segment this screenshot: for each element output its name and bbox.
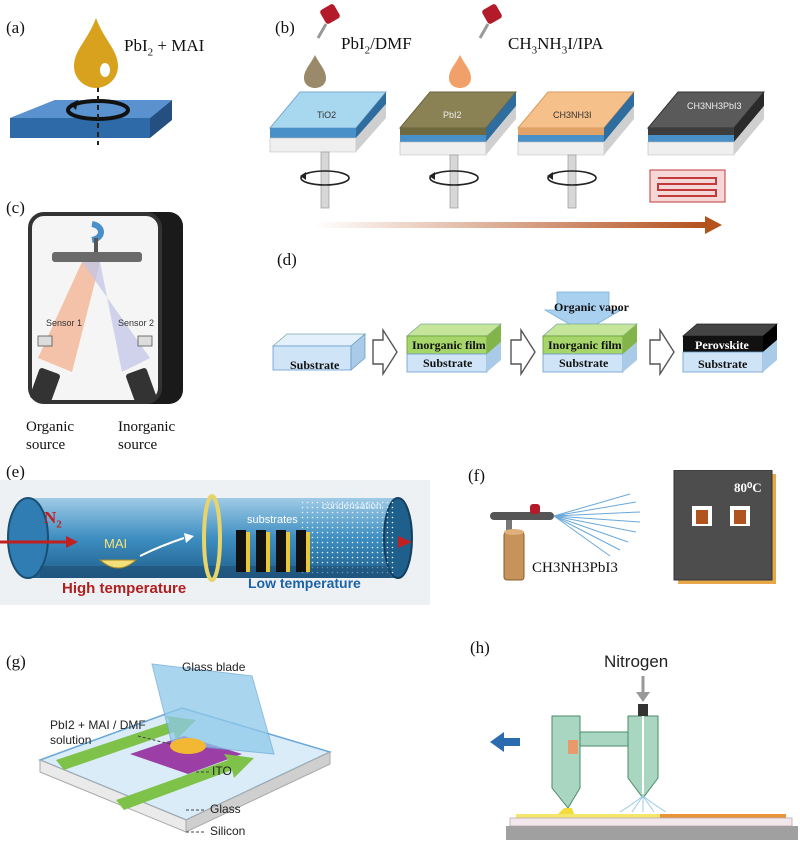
coating-arrow-2 — [116, 754, 254, 810]
panel-g-label: (g) — [6, 652, 26, 671]
pipette-1-label: PbI2/DMF — [341, 34, 412, 57]
mai-label: MAI — [104, 536, 128, 551]
tube-inlet — [7, 497, 49, 579]
hot-plate-box — [673, 470, 776, 584]
panel-d-label: (d) — [277, 250, 297, 269]
inorganic-source-icon — [126, 368, 156, 404]
nitrogen-label: Nitrogen — [604, 652, 669, 671]
direction-arrow-icon — [490, 732, 520, 752]
inorganic-cone — [82, 262, 150, 372]
condensation-region — [300, 500, 396, 576]
solution-label: CH3NH3PbI3 — [532, 560, 618, 576]
step-arrow-1 — [372, 327, 398, 377]
plate-side — [150, 100, 172, 138]
panel-g-diagram — [37, 663, 333, 833]
solution-bottle-icon — [503, 529, 525, 581]
glass-blade — [151, 663, 275, 755]
airbrush-icon — [490, 504, 554, 532]
step-arrow-2 — [510, 327, 536, 377]
sensor-2-icon — [137, 335, 153, 347]
vapor-label: Organic vapor — [554, 300, 629, 314]
pipette-2-icon — [449, 4, 502, 88]
drop-icon — [74, 18, 118, 88]
step-1-label: Substrate — [290, 358, 340, 372]
ito-label: ITO — [212, 764, 232, 778]
silicon-label: Silicon — [210, 824, 246, 838]
organic-source-icon — [30, 368, 60, 404]
step-2-film — [405, 323, 503, 373]
temperature-label: 80⁰C — [734, 480, 762, 495]
panel-f-label: (f) — [468, 466, 485, 485]
blade-label: Glass blade — [182, 660, 246, 674]
pipette-2-label: CH3NH3I/IPA — [508, 34, 604, 57]
mai-boat-icon — [98, 559, 138, 569]
panel-f-diagram — [490, 470, 776, 584]
panel-c-label: (c) — [6, 198, 25, 217]
stage — [506, 826, 798, 840]
substrates-label: substrates — [247, 514, 298, 526]
plate-perovskite — [646, 91, 766, 156]
substrate-holder — [52, 252, 142, 262]
plate-front — [10, 118, 150, 138]
drop-highlight — [100, 63, 110, 77]
panel-b-diagram — [268, 4, 766, 234]
tube-ring — [202, 494, 222, 582]
panel-b-label: (b) — [275, 18, 295, 37]
substrate-stack — [236, 530, 310, 572]
organic-cone — [38, 262, 100, 372]
panel-a-diagram — [10, 18, 172, 145]
step-4-perovskite — [681, 323, 779, 373]
low-temp-label: Low temperature — [248, 575, 361, 591]
slot-die-coater — [551, 704, 659, 809]
ink-meniscus — [558, 808, 574, 814]
layer-label-perovskite: CH3NH3PbI3 — [687, 101, 742, 111]
hot-plate-icon — [649, 169, 726, 203]
step-4-top-label: Perovskite — [695, 338, 749, 352]
spray-lines — [553, 493, 641, 557]
pipette-1-icon — [304, 4, 340, 88]
step-3-film-label: Inorganic film — [548, 338, 622, 352]
layer-label-pbi2: PbI2 — [443, 110, 462, 120]
panel-h-label: (h) — [470, 638, 490, 657]
step-3-film — [541, 323, 639, 373]
step-2-substrate-label: Substrate — [423, 356, 473, 370]
outlet-arrow — [398, 536, 412, 548]
plate-ch3nh3i — [516, 91, 636, 209]
panel-a-drop-text: PbI2 + MAI — [124, 36, 205, 59]
panel-a-label: (a) — [6, 18, 25, 37]
plate-pbi2 — [398, 91, 518, 209]
panel-e-diagram — [0, 480, 430, 605]
step-4-substrate-label: Substrate — [698, 357, 748, 371]
coating-arrow-1 — [56, 716, 196, 770]
glass-label: Glass — [210, 802, 241, 816]
panel-h-diagram — [490, 676, 798, 840]
vapor-arrow-icon — [543, 291, 623, 333]
gas-jet-lines — [619, 795, 667, 813]
step-arrow-3 — [649, 327, 675, 377]
step-3-substrate-label: Substrate — [559, 356, 609, 370]
layer-label-tio2: TiO2 — [317, 110, 337, 120]
step-1-substrate — [271, 333, 367, 371]
process-arrow — [315, 222, 705, 228]
wet-film — [516, 814, 786, 818]
high-temp-label: High temperature — [62, 580, 187, 597]
panel-c-diagram — [28, 212, 183, 404]
mai-flow-arrow — [139, 537, 185, 557]
sensor-2-label: Sensor 2 — [118, 318, 155, 328]
step-2-film-label: Inorganic film — [412, 338, 486, 352]
panel-e-label: (e) — [6, 462, 25, 481]
n2-label: N2 — [44, 508, 62, 531]
panel-d-diagram — [271, 291, 779, 377]
solution-drop-icon — [170, 738, 206, 754]
substrate-h — [509, 817, 793, 827]
sensor-1-icon — [37, 335, 53, 347]
layer-label-ch3nh3i: CH3NH3I — [553, 110, 592, 120]
sensor-1-label: Sensor 1 — [46, 318, 83, 328]
plate-tio2 — [268, 91, 388, 209]
